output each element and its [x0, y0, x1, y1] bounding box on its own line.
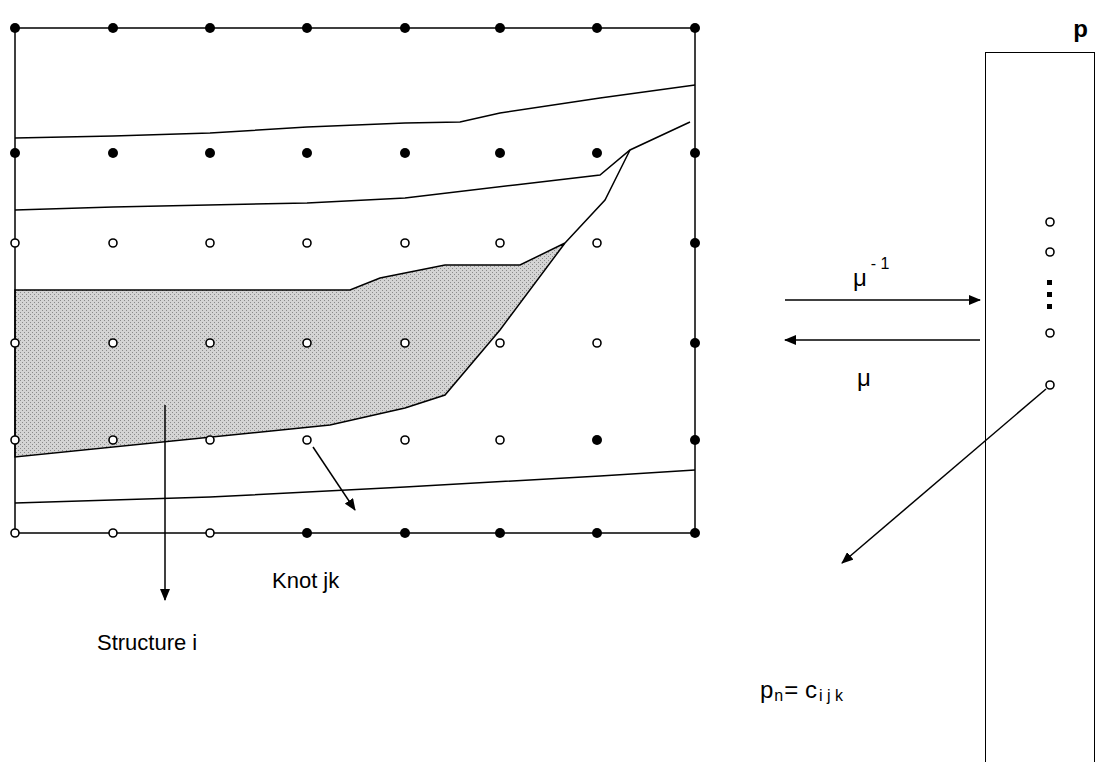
subscript: n	[774, 688, 783, 704]
superscript: - 1	[871, 256, 890, 272]
structure-label: Structure i	[97, 632, 197, 654]
subscript: i j k	[819, 688, 843, 704]
operator-label: μ	[853, 266, 867, 290]
formula-part: = c	[784, 678, 817, 702]
formula-part: p	[760, 678, 773, 702]
operator-label: μ	[857, 366, 871, 390]
knot-label: Knot jk	[272, 570, 339, 592]
vector-name: p	[1073, 17, 1088, 41]
vector-box: p	[985, 52, 1095, 762]
